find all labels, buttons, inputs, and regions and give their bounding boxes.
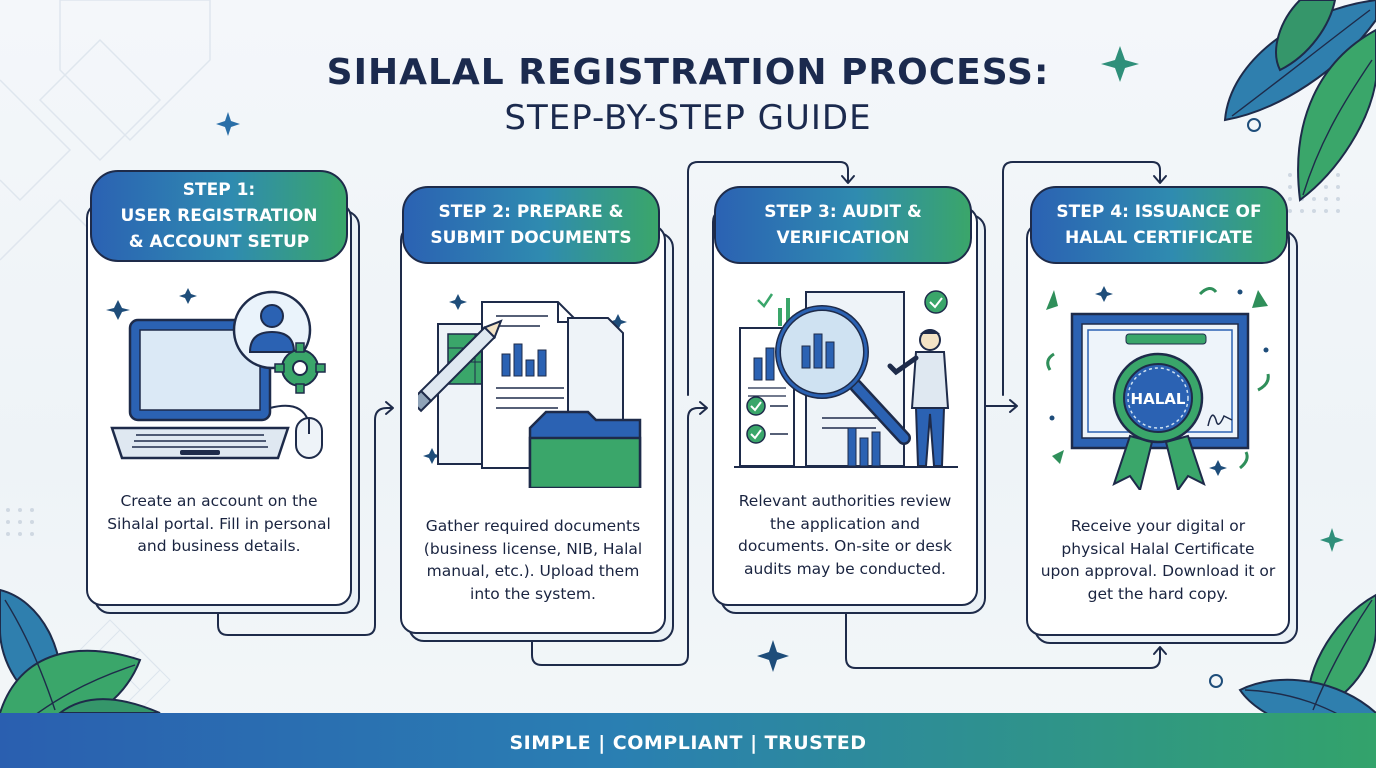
step-4-heading: STEP 4: ISSUANCE OF HALAL CERTIFICATE (1030, 186, 1288, 264)
step-1-description: Create an account on the Sihalal portal.… (107, 492, 331, 555)
step-3-heading: STEP 3: AUDIT & VERIFICATION (714, 186, 972, 264)
laptop-user-gear-icon (106, 288, 326, 460)
audit-magnifier-icon (734, 290, 958, 468)
halal-seal-text: HALAL (1131, 390, 1186, 408)
page-subtitle: STEP-BY-STEP GUIDE (504, 98, 872, 138)
certificate-seal-icon: HALAL (1046, 286, 1270, 490)
step-2-heading: STEP 2: PREPARE & SUBMIT DOCUMENTS (402, 186, 660, 264)
documents-folder-icon (418, 294, 642, 488)
step-4-description: Receive your digital or physical Halal C… (1040, 517, 1276, 603)
step-1-heading: STEP 1: USER REGISTRATION & ACCOUNT SETU… (90, 170, 348, 262)
page-title: SIHALAL REGISTRATION PROCESS: (326, 52, 1050, 93)
step-2-description: Gather required documents (business lice… (423, 517, 643, 603)
footer-bar (0, 713, 1376, 768)
footer-tagline: SIMPLE | COMPLIANT | TRUSTED (509, 732, 867, 754)
step-3-description: Relevant authorities review the applicat… (738, 492, 952, 578)
